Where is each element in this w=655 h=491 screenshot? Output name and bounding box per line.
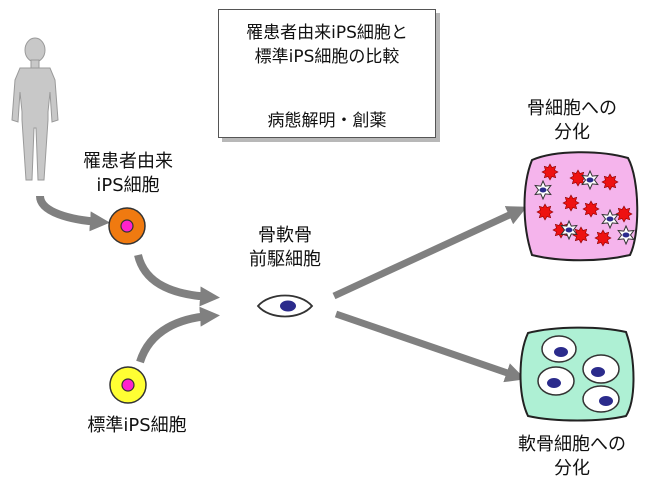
chondrocyte-label: 軟骨細胞への 分化	[502, 433, 642, 481]
osteocyte-cell	[581, 169, 599, 191]
chondrocyte	[582, 354, 620, 384]
osteocyte-cell	[534, 179, 552, 201]
patient-ips-cell	[108, 207, 146, 245]
patient-ips-label: 罹患者由来 iPS細胞	[78, 150, 178, 198]
arrow-patient-to-ips	[36, 195, 110, 232]
osteocyte-cell	[601, 208, 619, 230]
standard-ips-cell	[109, 366, 147, 404]
bone-red-cell	[569, 169, 587, 187]
human-figure-icon	[11, 37, 59, 181]
patient-ips-label-line2: iPS細胞	[96, 175, 160, 196]
box-title-line2: 標準iPS細胞の比較	[254, 47, 400, 67]
bone-red-cell	[601, 173, 619, 191]
osteocyte-label-line2: 分化	[554, 122, 590, 143]
progenitor-label: 骨軟骨 前駆細胞	[230, 224, 340, 272]
box-title-line1: 罹患者由来iPS細胞と	[246, 23, 408, 43]
cartilage-tissue	[519, 326, 635, 422]
patient-ips-label-line1: 罹患者由来	[83, 151, 173, 172]
arrow-to-chondrocyte	[334, 310, 526, 383]
bone-red-cell	[572, 226, 590, 244]
arrow-patient-ips-to-progenitor	[134, 253, 220, 307]
bone-red-cell	[541, 163, 559, 181]
arrow-standard-ips-to-progenitor	[136, 306, 220, 364]
osteocyte-cell	[617, 224, 635, 246]
bone-red-cell	[582, 200, 600, 218]
progenitor-label-line1: 骨軟骨	[258, 225, 312, 246]
comparison-box: 罹患者由来iPS細胞と 標準iPS細胞の比較 病態解明・創薬	[218, 9, 436, 138]
progenitor-label-line2: 前駆細胞	[249, 249, 321, 270]
chondrocyte	[582, 385, 620, 413]
chondrocyte-label-line1: 軟骨細胞への	[518, 434, 626, 455]
osteocyte-label: 骨細胞への 分化	[508, 97, 636, 145]
osteocyte-cell	[560, 219, 578, 241]
box-goal-text: 病態解明・創薬	[267, 111, 387, 131]
standard-ips-label: 標準iPS細胞	[87, 415, 187, 436]
osteocyte-label-line1: 骨細胞への	[527, 98, 617, 119]
bone-red-cell	[615, 205, 633, 223]
chondrocyte	[537, 366, 575, 396]
bone-tissue	[523, 151, 639, 262]
arrow-to-osteocyte	[332, 206, 528, 300]
bone-red-cell	[594, 229, 612, 247]
bone-red-cell	[562, 194, 580, 212]
progenitor-cell	[256, 294, 314, 318]
chondrocyte	[541, 335, 577, 363]
bone-red-cell	[536, 203, 554, 221]
chondrocyte-label-line2: 分化	[554, 458, 590, 479]
